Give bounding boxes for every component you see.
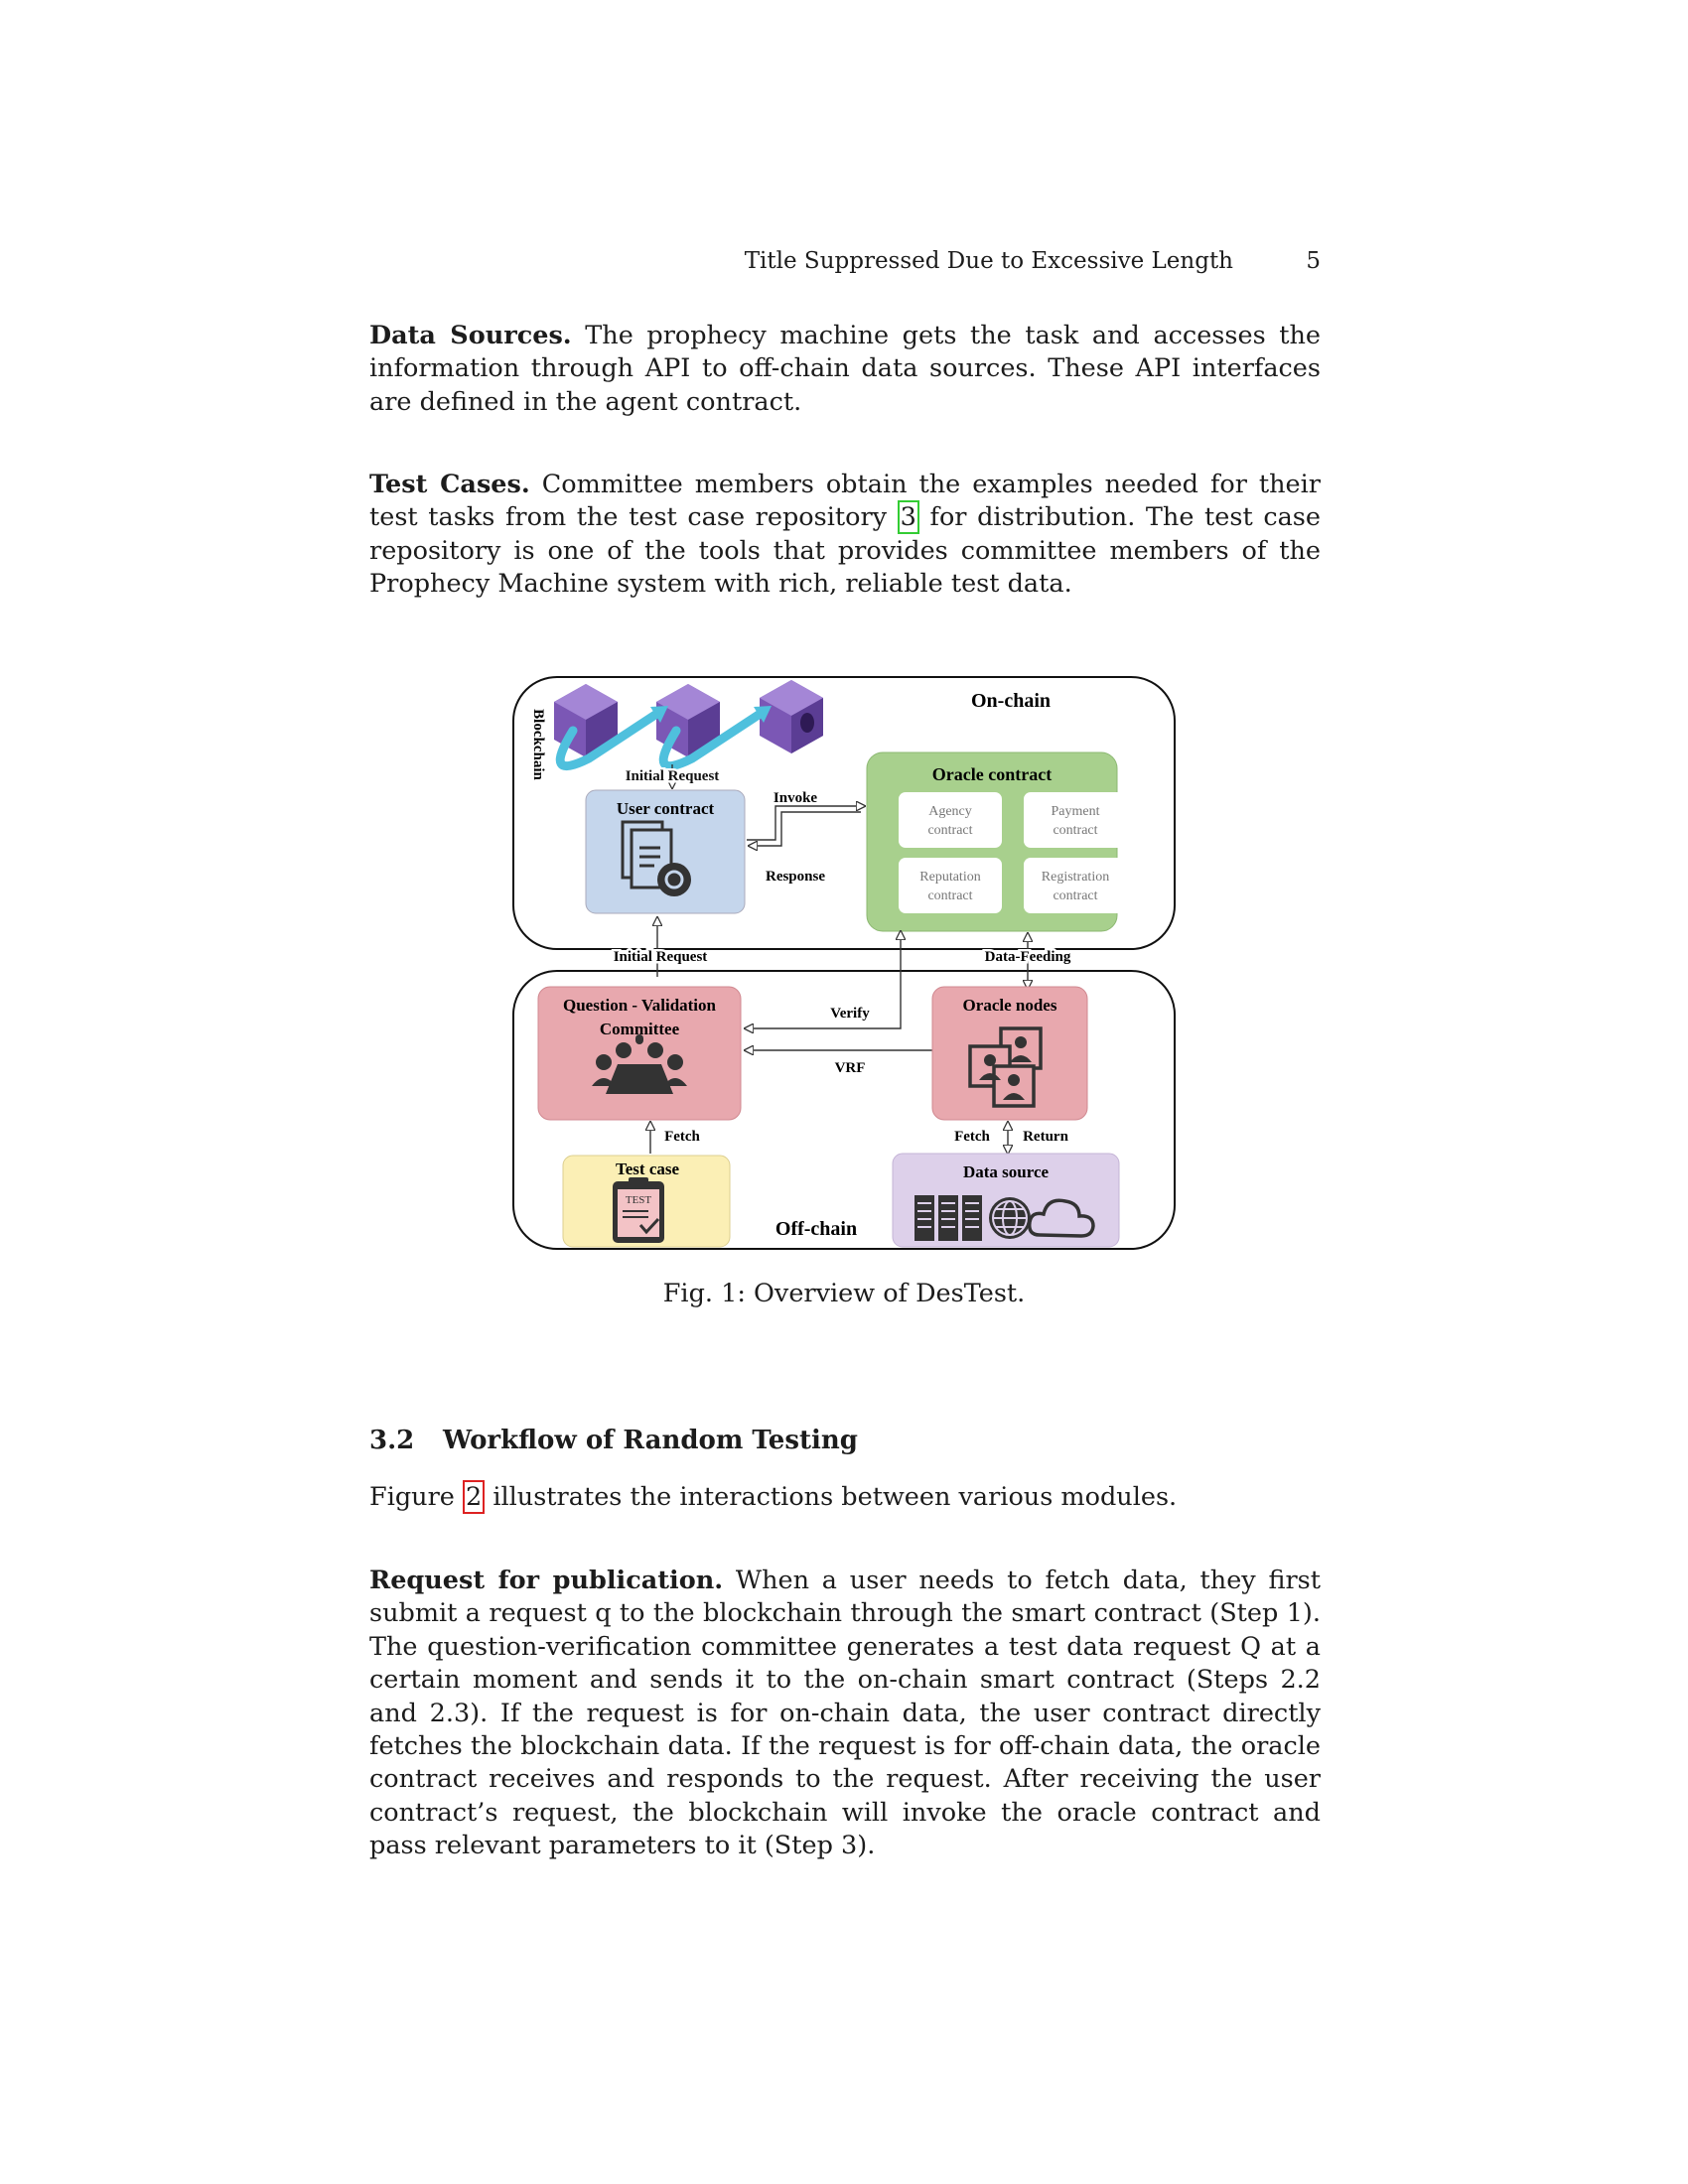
committee-label-line-1: Question - Validation (563, 996, 717, 1015)
data-sources-text: The prophecy machine gets the task and a… (369, 321, 1321, 417)
request-publication-heading: Request for publication. (369, 1566, 724, 1595)
server-slots (917, 1202, 979, 1228)
payment-contract-line-2: contract (1053, 823, 1097, 838)
request-publication-text: When a user needs to fetch data, they fi… (369, 1566, 1322, 1861)
verify-label: Verify (830, 1006, 870, 1022)
figure-ref-text-1: Figure (369, 1482, 463, 1512)
data-sources-heading: Data Sources. (369, 321, 572, 350)
overview-figure: On-chain Off-chain Blockchain Initial Re… (511, 673, 1187, 1269)
invoke-arrow (747, 806, 865, 841)
agency-contract-line-1: Agency (928, 804, 972, 819)
chain-link-2-icon (658, 708, 767, 771)
test-cases-text-2: for distribution. The test case reposito… (369, 502, 1321, 600)
page-number: 5 (1306, 248, 1321, 274)
agency-contract-box: Agency contract (899, 792, 1002, 848)
block-3-icon (760, 680, 823, 753)
running-head: Title Suppressed Due to Excessive Length… (369, 248, 1321, 282)
figure-ref-text-2: illustrates the interactions between var… (485, 1482, 1178, 1512)
test-case-label: Test case (616, 1160, 680, 1178)
section-heading: 3.2 Workflow of Random Testing (369, 1426, 858, 1455)
oracle-nodes-label: Oracle nodes (963, 996, 1057, 1015)
figure-ref-paragraph: Figure 2 illustrates the interactions be… (369, 1480, 1321, 1514)
return-label: Return (1023, 1129, 1068, 1145)
document-icon (621, 820, 691, 896)
registration-contract-box: Registration contract (1024, 858, 1127, 913)
invoke-label: Invoke (774, 790, 818, 806)
user-contract-label: User contract (617, 799, 715, 818)
committee-label-line-2: Committee (600, 1020, 680, 1038)
data-sources-paragraph: Data Sources. The prophecy machine gets … (369, 320, 1321, 419)
reputation-contract-line-2: contract (927, 888, 972, 903)
reputation-contract-line-1: Reputation (919, 870, 980, 885)
verify-arrow (745, 931, 901, 1028)
cloud-icon (1027, 1198, 1095, 1238)
agency-contract-line-2: contract (927, 823, 972, 838)
initial-request-top-label: Initial Request (626, 768, 720, 784)
meeting-icon (592, 1034, 687, 1094)
section-title: Workflow of Random Testing (443, 1426, 858, 1455)
initial-request-mid-label: Initial Request (614, 949, 708, 965)
citation-link[interactable]: 3 (897, 500, 919, 535)
test-label: TEST (626, 1194, 652, 1206)
fetch-left-label: Fetch (664, 1129, 700, 1145)
reputation-contract-box: Reputation contract (899, 858, 1002, 913)
committee-box (537, 986, 742, 1121)
data-source-label: Data source (963, 1162, 1050, 1181)
payment-contract-line-1: Payment (1052, 804, 1100, 819)
vrf-label: VRF (835, 1060, 866, 1076)
registration-contract-line-1: Registration (1042, 870, 1109, 885)
blockchain-label: Blockchain (530, 709, 546, 780)
running-title: Title Suppressed Due to Excessive Length (744, 248, 1233, 274)
blockchain-cubes (554, 680, 823, 771)
off-chain-label: Off-chain (775, 1218, 857, 1240)
oracle-contract-label: Oracle contract (932, 764, 1052, 784)
payment-contract-box: Payment contract (1024, 792, 1127, 848)
test-cases-heading: Test Cases. (369, 470, 530, 499)
data-feeding-label: Data-Feeding (985, 949, 1071, 965)
overview-diagram: On-chain Off-chain Blockchain Initial Re… (512, 676, 1176, 1250)
clipboard-icon: TEST (613, 1177, 664, 1243)
chain-link-1-icon (555, 708, 663, 771)
figure-caption: Fig. 1: Overview of DesTest. (662, 1279, 1026, 1308)
registration-contract-line-2: contract (1053, 888, 1097, 903)
globe-icon (989, 1197, 1031, 1239)
on-chain-label: On-chain (971, 690, 1051, 712)
figure-ref-link[interactable]: 2 (462, 1480, 486, 1514)
response-arrow (749, 811, 861, 846)
response-label: Response (766, 869, 825, 885)
user-avatars-icon (979, 1036, 1032, 1100)
test-cases-paragraph: Test Cases. Committee members obtain the… (369, 469, 1321, 602)
test-cases-text-1: Committee members obtain the examples ne… (369, 470, 1321, 533)
fetch-right-label: Fetch (954, 1129, 990, 1145)
request-publication-paragraph: Request for publication. When a user nee… (369, 1565, 1321, 1863)
section-number: 3.2 (369, 1426, 415, 1455)
